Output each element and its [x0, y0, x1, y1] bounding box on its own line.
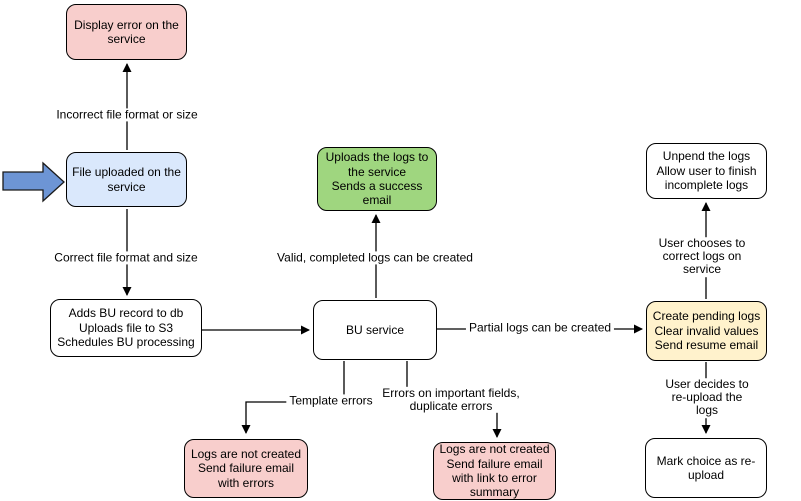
- edge-label-incorrect-format: Incorrect file format or size: [53, 108, 201, 122]
- node-mark-choice-reupload: Mark choice as re- upload: [645, 438, 767, 498]
- edge-label-important-fields: Errors on important fields, duplicate er…: [379, 386, 523, 414]
- edge-label-user-correct: User chooses to correct logs on service: [652, 237, 752, 277]
- node-display-error: Display error on the service: [66, 4, 187, 60]
- edge-label-correct-format: Correct file format and size: [51, 251, 201, 265]
- node-uploads-logs-success: Uploads the logs to the service Sends a …: [317, 147, 437, 211]
- edge-label-user-reupload: User decides to re-upload the logs: [660, 378, 754, 418]
- node-bu-service: BU service: [313, 300, 437, 360]
- node-logs-not-created-errors: Logs are not created Send failure email …: [184, 439, 308, 498]
- edge-label-valid-completed: Valid, completed logs can be created: [274, 251, 476, 265]
- node-file-uploaded: File uploaded on the service: [66, 152, 187, 207]
- edge-label-template-errors: Template errors: [286, 394, 376, 408]
- edge-label-partial-logs: Partial logs can be created: [465, 321, 615, 335]
- node-logs-not-created-summary: Logs are not created Send failure email …: [433, 442, 556, 500]
- node-unpend-logs: Unpend the logs Allow user to finish inc…: [646, 143, 767, 199]
- node-adds-bu-record: Adds BU record to db Uploads file to S3 …: [50, 299, 202, 357]
- entry-arrow-icon: [2, 161, 65, 203]
- node-create-pending-logs: Create pending logs Clear invalid values…: [646, 301, 767, 361]
